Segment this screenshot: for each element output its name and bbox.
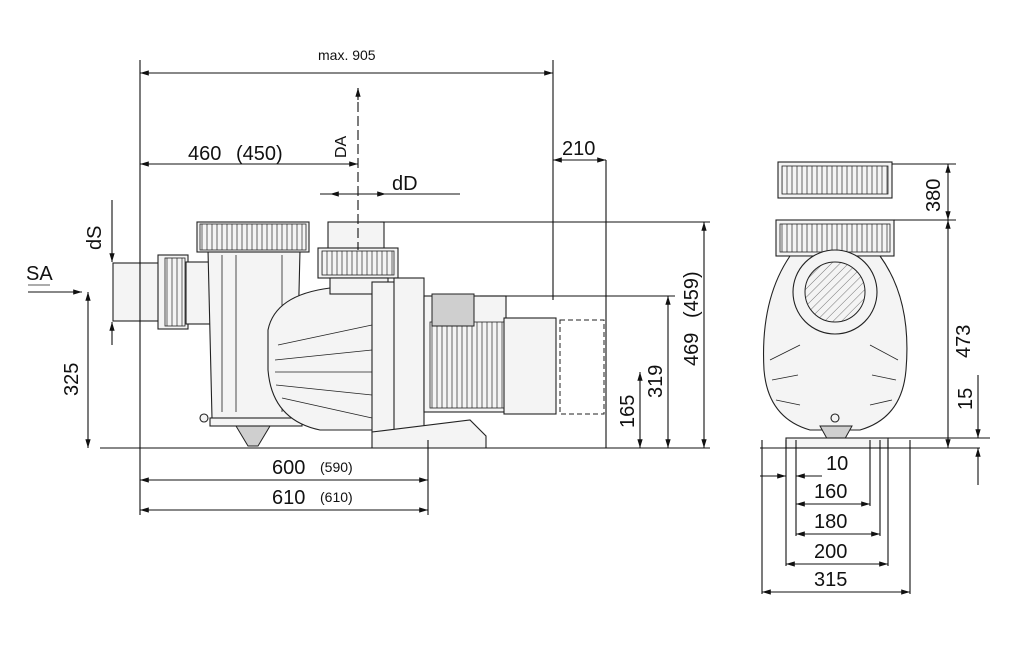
label-10: 10	[826, 453, 848, 475]
label-160: 160	[814, 481, 847, 503]
label-460: 460	[188, 143, 221, 165]
label-380: 380	[923, 179, 945, 212]
label-DA: DA	[333, 135, 350, 158]
label-SA: SA	[26, 263, 53, 285]
side-foot	[785, 437, 889, 449]
label-610: 610	[272, 487, 305, 509]
pump-side-view	[763, 161, 908, 449]
label-590: (590)	[320, 459, 353, 475]
fan-cover	[503, 317, 557, 415]
label-180: 180	[814, 511, 847, 533]
label-319: 319	[645, 365, 667, 398]
label-610b: (610)	[320, 489, 353, 505]
drain-plug	[235, 425, 271, 447]
label-dD: dD	[392, 173, 418, 195]
label-473: 473	[953, 325, 975, 358]
pump-front-view	[112, 221, 605, 449]
label-450: (450)	[236, 143, 283, 165]
side-dimensions: 380 473 15 10 160 180 200 315	[760, 163, 990, 595]
label-165: 165	[617, 395, 639, 428]
front-dimensions: max. 905 460 (450) DA dD 210 dS SA 325 1…	[26, 47, 710, 515]
label-200: 200	[814, 541, 847, 563]
label-469: 469	[681, 333, 703, 366]
pump-base	[371, 419, 487, 449]
motor-extension-outline	[559, 319, 605, 415]
label-dS: dS	[84, 226, 106, 250]
terminal-box	[431, 293, 475, 327]
label-max-length: max. 905	[318, 47, 376, 63]
label-15: 15	[955, 388, 977, 410]
label-459: (459)	[681, 271, 703, 318]
inlet-pipe	[112, 262, 164, 322]
label-600: 600	[272, 457, 305, 479]
label-325: 325	[61, 363, 83, 396]
label-210: 210	[562, 138, 595, 160]
volute-casing	[267, 284, 379, 431]
label-315: 315	[814, 569, 847, 591]
